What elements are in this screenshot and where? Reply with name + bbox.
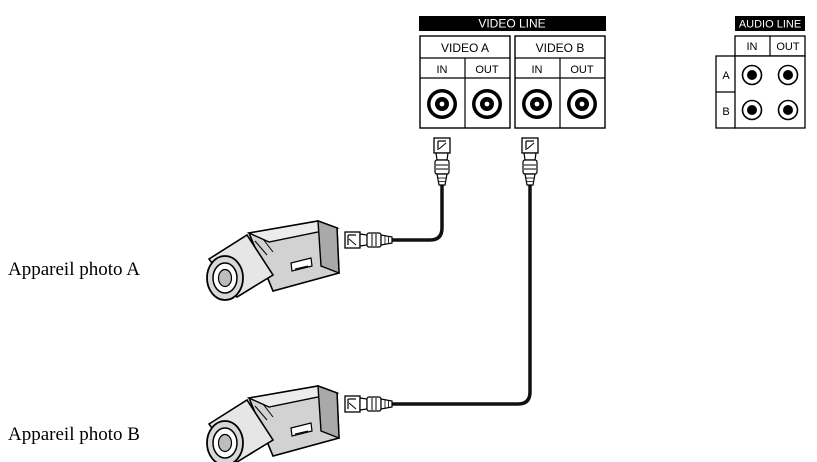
video-a-block: VIDEO A IN OUT (419, 35, 511, 129)
audio-a-out-jack[interactable] (777, 64, 799, 86)
audio-out-label: OUT (776, 41, 800, 53)
video-line-panel: VIDEO LINE VIDEO A IN OUT VIDEO B IN OUT (419, 16, 606, 129)
video-b-out-label: OUT (570, 64, 594, 76)
bnc-plug-camera-b[interactable] (344, 395, 393, 413)
video-a-out-jack[interactable] (472, 89, 502, 119)
bnc-plug-video-a[interactable] (433, 137, 451, 186)
video-line-title-bar (419, 16, 606, 31)
audio-a-in-jack[interactable] (741, 64, 763, 86)
bnc-plug-video-b[interactable] (521, 137, 539, 186)
audio-in-label: IN (747, 41, 758, 53)
audio-line-title: AUDIO LINE (739, 19, 801, 31)
audio-line-panel: AUDIO LINE IN OUT A B (715, 16, 806, 129)
video-b-out-jack[interactable] (567, 89, 597, 119)
video-b-block: VIDEO B IN OUT (514, 35, 606, 129)
camera-b-label: Appareil photo B (8, 424, 140, 445)
audio-row-b-label: B (722, 106, 729, 118)
audio-b-out-jack[interactable] (777, 99, 799, 121)
cable-camera-b-to-video-b-in (392, 184, 532, 406)
camera-b-icon (206, 385, 340, 462)
video-a-in-label: IN (437, 64, 448, 76)
camera-a-icon (206, 220, 340, 301)
audio-row-a-label: A (722, 70, 730, 82)
cable-camera-a-to-video-a-in (392, 184, 444, 242)
video-b-in-jack[interactable] (522, 89, 552, 119)
video-b-in-label: IN (532, 64, 543, 76)
camera-a-label: Appareil photo A (8, 259, 140, 280)
video-a-out-label: OUT (475, 64, 499, 76)
video-line-title: VIDEO LINE (478, 17, 545, 31)
video-a-in-jack[interactable] (427, 89, 457, 119)
audio-b-in-jack[interactable] (741, 99, 763, 121)
bnc-plug-camera-a[interactable] (344, 231, 393, 249)
video-a-label: VIDEO A (441, 41, 489, 55)
video-b-label: VIDEO B (536, 41, 585, 55)
audio-line-title-bar (735, 16, 805, 31)
